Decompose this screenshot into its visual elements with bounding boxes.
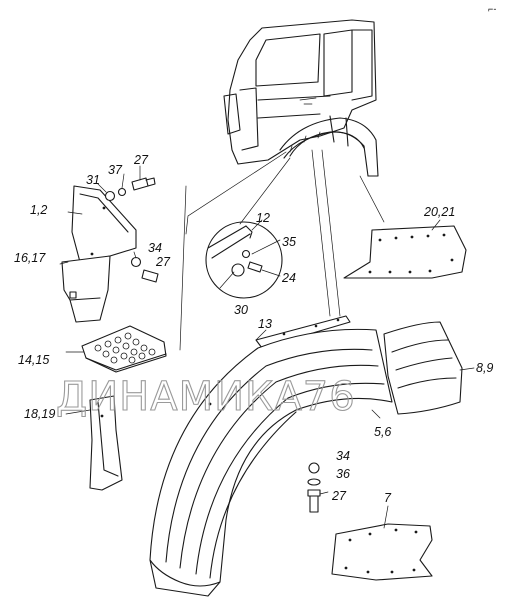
part-label: 27 <box>331 489 347 503</box>
part-label: 7 <box>384 491 392 505</box>
fastener-set-lower <box>307 462 321 513</box>
detail-circle <box>205 221 283 299</box>
part-label: 36 <box>336 467 350 481</box>
part-label: 37 <box>108 163 123 177</box>
mudflap-panel-20-21 <box>343 225 467 279</box>
part-label: 8,9 <box>476 361 493 375</box>
leader-line <box>359 175 385 223</box>
leader-line <box>311 149 331 317</box>
part-label: 35 <box>282 235 296 249</box>
step-bracket <box>61 185 137 323</box>
part-label: 5,6 <box>374 425 391 439</box>
part-label: 1,2 <box>30 203 47 217</box>
mudflap-panel-7 <box>331 523 433 581</box>
watermark: ДИНАМИКА76 <box>56 374 356 420</box>
fender-rail-13 <box>255 315 351 349</box>
part-label: 27 <box>133 153 149 167</box>
fender-extension-8-9 <box>383 321 463 415</box>
part-label: 30 <box>234 303 248 317</box>
bracket-18-19 <box>89 395 123 491</box>
part-label: 31 <box>86 173 100 187</box>
part-label: 18,19 <box>24 407 55 421</box>
step-plate <box>81 325 167 373</box>
fastener-set-upper <box>104 177 159 283</box>
part-label: 12 <box>256 211 270 225</box>
label-leaders <box>59 165 475 529</box>
part-label: 16,17 <box>14 251 46 265</box>
part-label: 34 <box>148 241 162 255</box>
corner-mark: ⌐- <box>488 4 496 14</box>
fender-5-6 <box>149 328 393 597</box>
part-label: 14,15 <box>18 353 49 367</box>
part-label: 20,21 <box>423 205 455 219</box>
part-label: 13 <box>258 317 272 331</box>
truck-cab <box>223 19 379 177</box>
leader-line <box>239 157 291 225</box>
leader-line <box>179 185 187 351</box>
leader-line <box>185 151 287 235</box>
part-label: 24 <box>281 271 296 285</box>
leader-line <box>321 149 341 317</box>
part-label: 34 <box>336 449 350 463</box>
part-label: 27 <box>155 255 171 269</box>
